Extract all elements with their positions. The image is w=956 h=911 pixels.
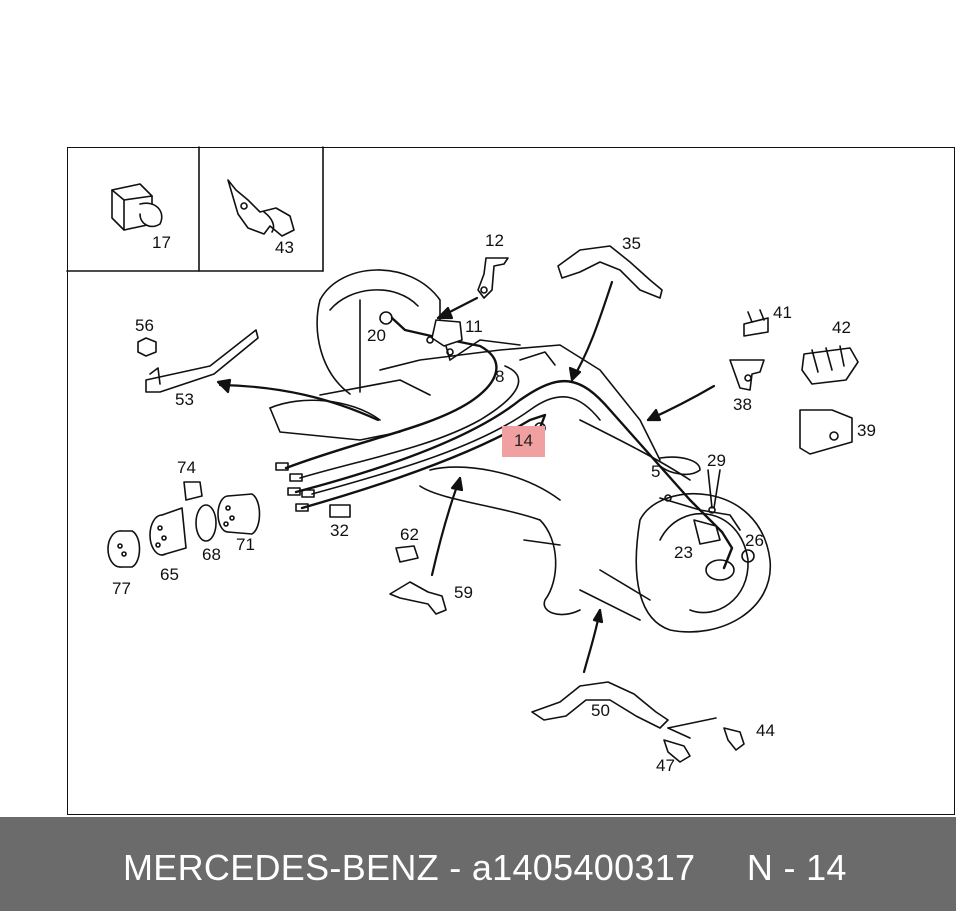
label-47: 47: [656, 756, 675, 775]
part-26-washer-drawing: [741, 549, 755, 563]
label-32: 32: [330, 521, 349, 540]
part-23-fitting-drawing: [693, 519, 721, 545]
footer-gap: [695, 847, 747, 888]
label-14-highlighted: 14: [502, 426, 545, 457]
part-43-bracket-drawing: [227, 179, 295, 237]
part-47-bolt-drawing: [663, 739, 691, 763]
label-35: 35: [622, 234, 641, 253]
part-44-bolt-drawing: [723, 727, 745, 751]
part-42-clip-drawing: [801, 345, 859, 385]
label-71: 71: [236, 535, 255, 554]
footer-separator: -: [438, 847, 472, 888]
label-8: 8: [495, 367, 505, 386]
label-17: 17: [152, 233, 171, 252]
footer-brand: MERCEDES-BENZ: [123, 847, 439, 888]
label-12: 12: [485, 231, 504, 250]
brake-lines-drawing: [284, 316, 741, 570]
footer-part-number: a1405400317: [471, 847, 696, 888]
part-41-clip-drawing: [743, 309, 769, 337]
part-12-bracket-drawing: [477, 257, 509, 299]
part-68-seal-drawing: [195, 504, 217, 542]
label-11: 11: [465, 317, 483, 336]
axle-assembly-drawing: [269, 269, 771, 633]
diagram-frame: [67, 147, 955, 815]
part-56-nut-drawing: [137, 337, 157, 357]
part-53-bracket-drawing: [145, 329, 259, 393]
label-50: 50: [591, 701, 610, 720]
label-59: 59: [454, 583, 473, 602]
part-59-bracket-drawing: [389, 581, 447, 615]
footer-position: N - 14: [746, 847, 847, 888]
part-65-connector-drawing: [149, 507, 187, 556]
label-29: 29: [707, 451, 726, 470]
footer-caption: MERCEDES-BENZ - a1405400317 N - 14: [123, 847, 847, 889]
part-11-bolt-drawing: [431, 319, 463, 361]
label-42: 42: [832, 318, 851, 337]
part-71-plug-drawing: [217, 493, 261, 535]
label-77: 77: [112, 579, 131, 598]
label-56: 56: [135, 316, 154, 335]
label-53: 53: [175, 390, 194, 409]
label-68: 68: [202, 545, 221, 564]
label-5: 5: [651, 462, 661, 481]
label-74: 74: [177, 458, 196, 477]
arrows: [216, 280, 716, 674]
label-39: 39: [857, 421, 876, 440]
part-35-bracket-drawing: [557, 245, 663, 299]
footer-bar: [0, 817, 956, 911]
part-74-cap-drawing: [183, 481, 203, 501]
label-38: 38: [733, 395, 752, 414]
part-29-connector-drawing: [707, 469, 721, 509]
label-43: 43: [275, 238, 294, 257]
part-17-clip-drawing: [111, 183, 163, 231]
part-38-bracket-drawing: [729, 359, 765, 391]
part-39-plate-drawing: [799, 409, 853, 455]
part-50-shield-drawing: [531, 681, 717, 739]
label-41: 41: [773, 303, 792, 322]
part-32-sleeve-drawing: [329, 504, 351, 518]
part-77-cover-drawing: [107, 530, 141, 568]
label-20: 20: [367, 326, 386, 345]
part-62-clip-drawing: [395, 545, 419, 563]
inset-boxes: [66, 146, 324, 272]
label-26: 26: [745, 531, 764, 550]
label-62: 62: [400, 525, 419, 544]
label-65: 65: [160, 565, 179, 584]
label-23: 23: [674, 543, 693, 562]
label-44: 44: [756, 721, 775, 740]
